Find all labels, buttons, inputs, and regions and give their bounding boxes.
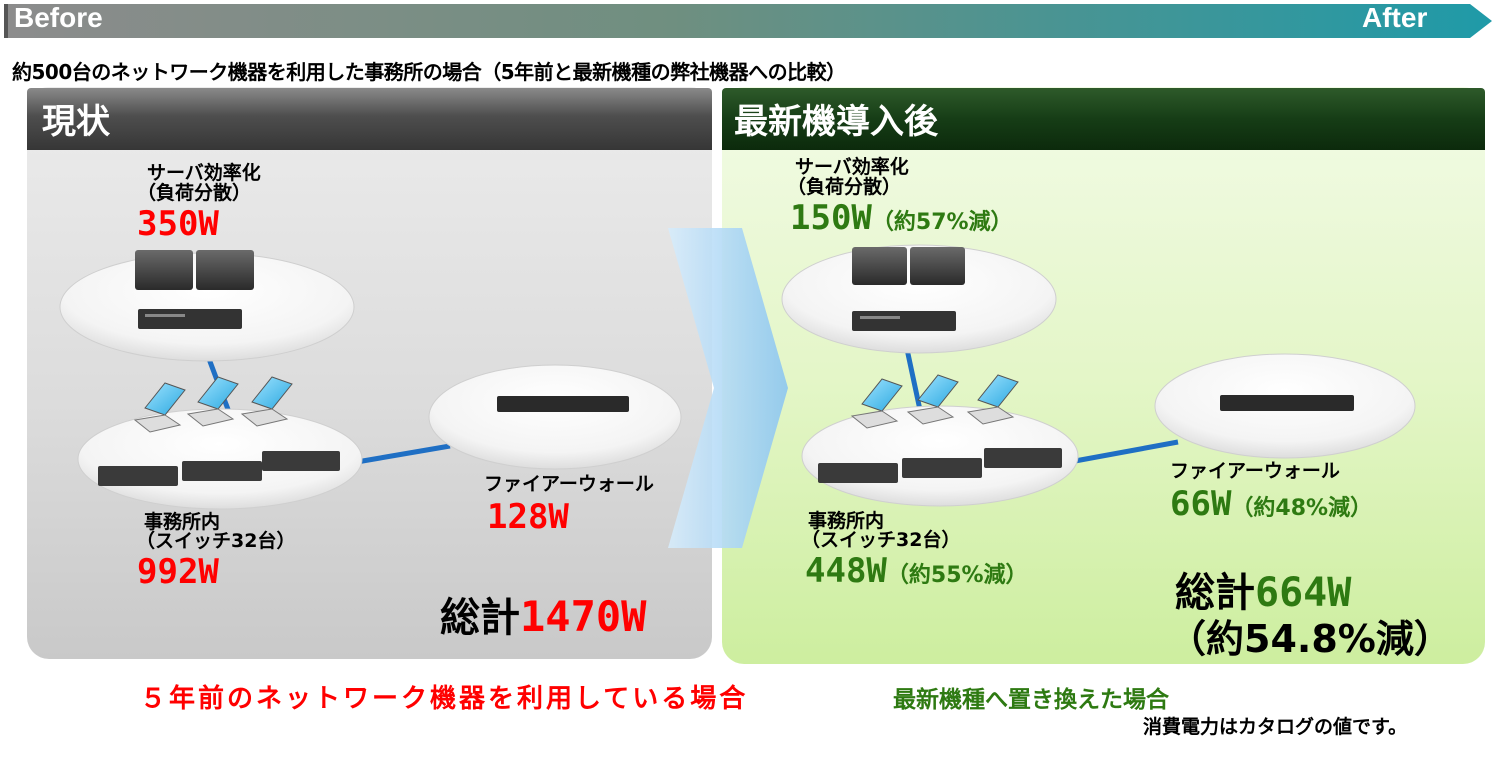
office-power-row: 448W（約55%減） — [805, 551, 1028, 591]
server-label: サーバ効率化 — [147, 162, 261, 184]
total-reduction: （約54.8%減） — [1168, 617, 1452, 661]
total-current: 総計1470W — [440, 585, 646, 643]
total-label: 総計 — [440, 595, 520, 641]
laptop-icon — [186, 376, 239, 427]
server-unit — [910, 247, 965, 285]
link-office-firewall — [1074, 439, 1179, 464]
firewall-power: 66W — [1170, 484, 1232, 524]
office-reduction: （約55%減） — [886, 563, 1028, 588]
firewall-label: ファイアーウォール — [1170, 460, 1340, 482]
firewall-device — [1220, 395, 1354, 411]
office-sublabel: （スイッチ32台） — [801, 529, 961, 551]
server-reduction: （約57%減） — [871, 210, 1013, 235]
server-label: サーバ効率化 — [795, 156, 909, 178]
server-unit — [852, 247, 907, 285]
footnote: 消費電力はカタログの値です。 — [1143, 716, 1408, 738]
server-power: 150W — [790, 198, 872, 238]
office-label: 事務所内 — [808, 510, 885, 532]
before-label: Before — [14, 2, 103, 33]
firewall-reduction: （約48%減） — [1231, 496, 1373, 521]
firewall-ellipse — [428, 364, 682, 470]
office-power: 448W — [805, 551, 887, 591]
rack-server — [138, 309, 242, 329]
server-power: 350W — [137, 204, 219, 244]
current-header-title: 現状 — [42, 102, 110, 142]
server-unit — [135, 250, 193, 290]
office-power: 992W — [137, 552, 219, 592]
link-office-firewall — [344, 443, 451, 467]
firewall-power: 128W — [487, 497, 569, 537]
total-label: 総計 — [1175, 570, 1255, 616]
new-panel-header — [722, 88, 1485, 150]
laptop-icon — [240, 376, 293, 427]
after-label: After — [1362, 2, 1428, 33]
server-sublabel: （負荷分散） — [787, 176, 902, 198]
server-ellipse — [781, 244, 1057, 354]
switch-device — [902, 458, 982, 478]
server-power-row: 150W（約57%減） — [790, 198, 1013, 238]
laptop-icon — [133, 382, 186, 433]
switch-device — [262, 451, 340, 471]
total-power: 664W — [1255, 570, 1352, 616]
office-sublabel: （スイッチ32台） — [136, 530, 296, 552]
transition-arrow — [668, 228, 788, 548]
current-caption: ５年前のネットワーク機器を利用している場合 — [140, 684, 749, 714]
total-power: 1470W — [520, 592, 647, 641]
firewall-label: ファイアーウォール — [484, 473, 654, 495]
server-sublabel: （負荷分散） — [137, 182, 252, 204]
firewall-device — [497, 396, 629, 412]
comparison-subtitle: 約500台のネットワーク機器を利用した事務所の場合（5年前と最新機種の弊社機器へ… — [12, 60, 846, 84]
total-new: 総計664W — [1175, 560, 1351, 618]
laptop-icon — [850, 378, 903, 429]
switch-device — [818, 463, 898, 483]
current-panel-header — [27, 88, 712, 150]
switch-device — [98, 466, 178, 486]
before-after-bar — [0, 0, 1501, 40]
office-label: 事務所内 — [144, 511, 221, 533]
laptop-icon — [966, 374, 1019, 425]
server-unit — [196, 250, 254, 290]
rack-server — [852, 311, 956, 331]
firewall-power-row: 66W（約48%減） — [1170, 484, 1372, 524]
new-header-title: 最新機導入後 — [734, 102, 938, 142]
switch-device — [182, 461, 262, 481]
laptop-icon — [906, 374, 959, 425]
switch-device — [984, 448, 1062, 468]
new-caption: 最新機種へ置き換えた場合 — [893, 687, 1169, 713]
